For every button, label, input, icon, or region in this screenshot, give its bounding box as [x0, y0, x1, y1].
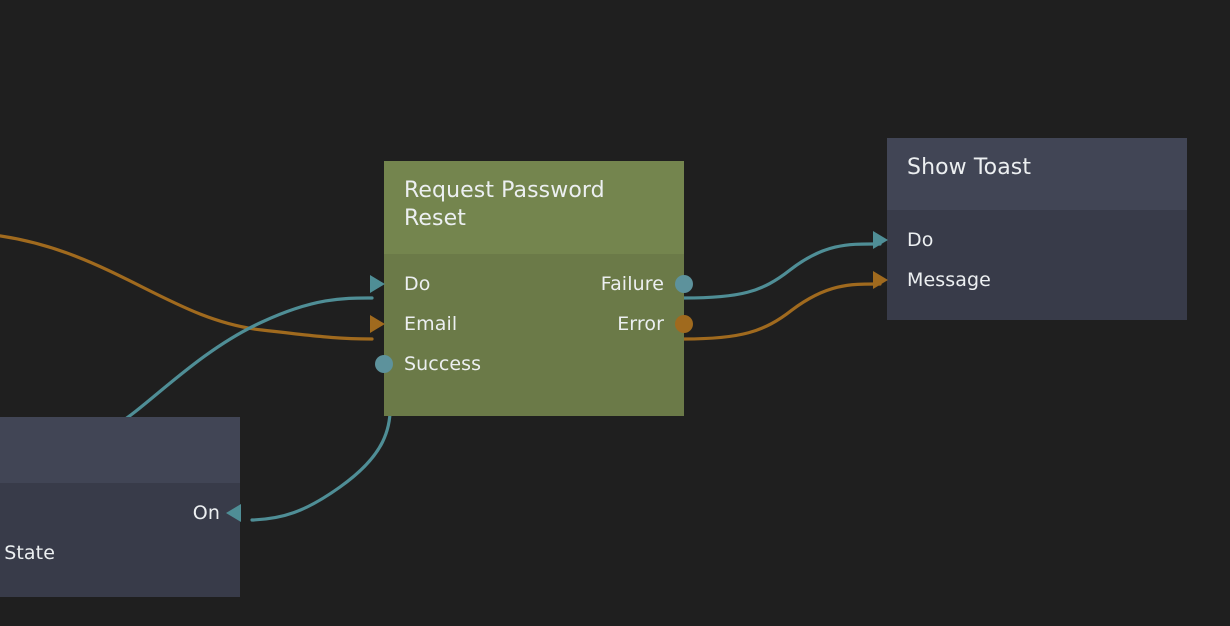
node-title: Request Password Reset [404, 178, 605, 231]
node-title: Show Toast [907, 155, 1032, 180]
node-header-switch: Switch [0, 417, 240, 483]
port-label-current-state-output: Current State [0, 541, 55, 564]
port-arrow-do-input[interactable] [370, 275, 385, 293]
port-arrow-do-input[interactable] [873, 231, 888, 249]
port-arrow-message-input[interactable] [873, 271, 888, 289]
port-row: Do Failure [370, 264, 693, 304]
port-dot-success-output[interactable] [375, 355, 393, 373]
port-label-on-output: On [192, 501, 220, 524]
port-label-error-output: Error [617, 312, 664, 335]
port-label-success-output: Success [404, 352, 482, 375]
node-header-show-toast: Show Toast [887, 138, 1187, 210]
port-dot-error-output[interactable] [675, 315, 693, 333]
node-body-switch: On Current State [0, 483, 241, 597]
wire-offscreen-to-email[interactable] [0, 234, 374, 341]
node-request-password-reset[interactable]: Request Password Reset Do Failure Email … [370, 161, 693, 416]
port-row: Message [873, 260, 1187, 300]
port-label-message-input: Message [907, 268, 991, 291]
port-row: Email Error [370, 304, 693, 344]
node-header-request-password-reset: Request Password Reset [384, 161, 684, 254]
node-show-toast[interactable]: Show Toast Do Message [873, 138, 1187, 320]
node-body-request-password-reset: Do Failure Email Error Success [370, 254, 693, 416]
port-row: On [0, 493, 241, 533]
port-label-failure-output: Failure [600, 272, 664, 295]
port-label-do-input: Do [907, 228, 934, 251]
port-row: Current State [0, 533, 240, 573]
wire-success-to-switch-on[interactable] [250, 377, 392, 522]
port-label-do-input: Do [404, 272, 431, 295]
wire-error-to-toast-message[interactable] [682, 282, 882, 341]
port-label-email-input: Email [404, 312, 458, 335]
node-body-show-toast: Do Message [873, 210, 1187, 320]
port-row: Success [375, 344, 684, 384]
wire-switch-to-do[interactable] [116, 296, 374, 426]
port-row: Do [873, 220, 1187, 260]
node-switch[interactable]: Switch On Current State [0, 417, 241, 597]
node-title: Switch [0, 433, 220, 461]
port-dot-failure-output[interactable] [675, 275, 693, 293]
port-arrow-on-output[interactable] [226, 504, 241, 522]
wire-failure-to-toast-do[interactable] [682, 242, 882, 300]
port-arrow-email-input[interactable] [370, 315, 385, 333]
